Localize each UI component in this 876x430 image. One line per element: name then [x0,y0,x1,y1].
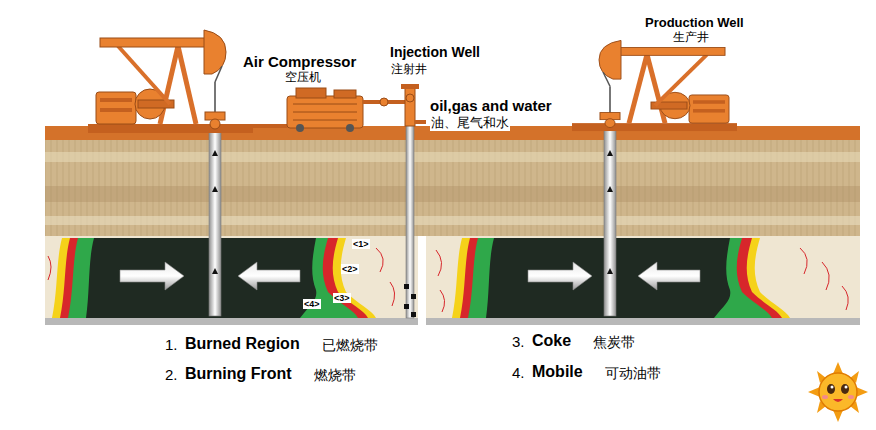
legend-term: Mobile [532,363,583,381]
ray [833,362,843,374]
outlet-pipe [590,125,604,129]
callout-number: <3> [333,293,351,303]
well-title-cn: 注射井 [391,63,427,77]
mobile-oil-zone [468,238,772,318]
injection-wellhead [401,84,426,126]
compressor-wheel [346,124,354,132]
compressor-top [334,90,356,98]
callout-number: <1> [352,239,370,249]
cheek [822,395,828,399]
up-mark [607,186,613,192]
compressor-detail [293,112,357,113]
flow-arrow [528,262,592,290]
sun-icon [808,362,868,422]
wisp [390,282,395,306]
strata-band [45,186,860,202]
wisp [822,262,829,290]
legend-number: 2. [165,366,178,383]
perforations [404,284,416,317]
oil-zone [86,238,316,318]
eye-shine [845,386,848,389]
equipment-title: Air Compressor [243,53,356,70]
wisp [48,256,51,280]
compressor-detail [293,104,357,105]
flow-arrow [638,262,700,290]
perforation [404,304,409,309]
heat-wisps [48,248,848,312]
production-well-bore [604,126,616,316]
legend-number: 3. [512,333,525,350]
well-title: Production Well [645,16,744,31]
up-mark [212,186,218,192]
sun-face [819,373,857,411]
ray [856,387,868,397]
ray [808,387,820,397]
up-mark [212,150,218,156]
up-mark [607,268,613,274]
well-title-cn: 生产井 [673,31,709,45]
compressor-top [296,88,326,98]
production-well-bore [209,126,221,316]
reservoir-right [426,236,860,318]
perforation [411,294,416,299]
strata-band [45,152,860,162]
sun-rays [808,362,868,422]
air-valve [380,98,388,106]
base-rock [45,318,418,325]
perforation [411,312,416,317]
pumpjack-left [88,30,253,133]
compressor-body [287,96,363,128]
yellow-zone [452,238,790,318]
wellhead-valve [406,94,414,102]
wisp [436,250,442,276]
air-compressor [287,88,363,132]
legend-term-cn: 已燃烧带 [322,337,378,353]
cheek [848,395,854,399]
surface-pipe [225,124,287,128]
reservoir-left [45,236,418,318]
wisp [800,248,807,274]
ray [833,410,843,422]
output-label-cn: 油、尾气和水 [430,116,510,131]
legend-term: Burned Region [185,335,300,353]
base-rock [426,318,860,325]
legend-term: Coke [532,332,571,350]
legend-number: 4. [512,364,525,381]
pumpjack-right [572,40,737,131]
burning-front [460,238,782,318]
wisp [440,290,445,312]
wellhead-cap [401,84,419,89]
wisp [376,248,383,272]
rock-strata [45,140,860,236]
equipment-title-cn: 空压机 [285,71,321,85]
outlet-pipe [415,120,426,124]
legend-term-cn: 可动油带 [605,365,661,381]
callout-number: <4> [303,299,321,309]
flow-arrow [120,262,184,290]
legend-term-cn: 燃烧带 [314,367,356,383]
eye-shine [831,386,834,389]
compressor-detail [293,120,357,121]
wellhead-stack [405,86,415,126]
eye [827,384,835,394]
output-label: oil,gas and water [430,97,552,114]
flow-arrow [238,262,300,290]
mouth [833,399,843,402]
legend-term: Burning Front [185,365,292,383]
up-mark [607,150,613,156]
legend-number: 1. [165,336,178,353]
strata-band [45,216,860,225]
legend-term-cn: 焦炭带 [593,334,635,350]
compressor-wheel [296,124,304,132]
perforation [404,284,409,289]
callout-number: <2> [341,264,359,274]
well-title: Injection Well [390,44,480,60]
eye [841,384,849,394]
up-mark [212,268,218,274]
wisp [842,286,848,310]
